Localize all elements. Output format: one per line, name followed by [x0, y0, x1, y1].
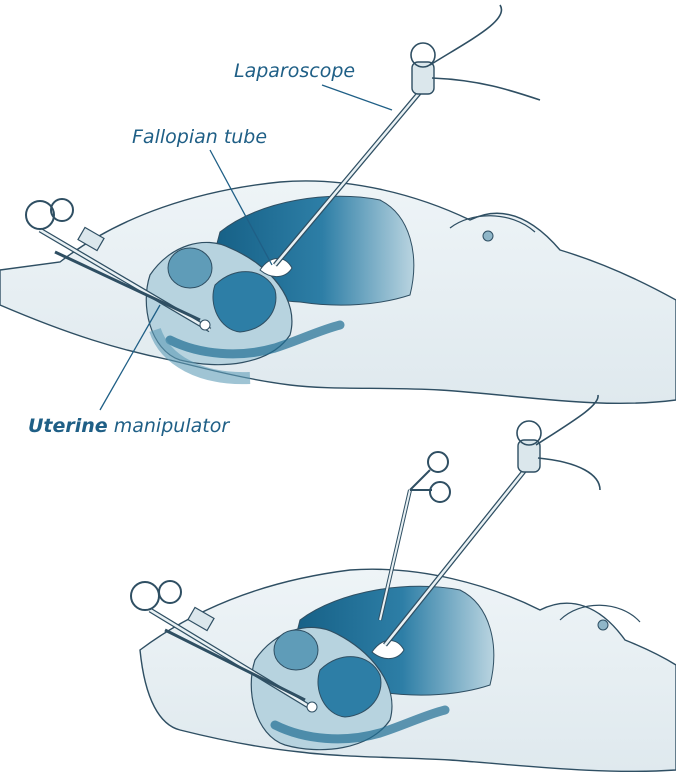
top-nipple — [483, 231, 493, 241]
top-leader-laparoscope — [322, 85, 392, 110]
label-fallopian-tube: Fallopian tube — [132, 128, 267, 147]
bottom-laparoscope-cable — [536, 395, 600, 490]
label-laparoscope: Laparoscope — [234, 62, 355, 81]
label-manipulator: manipulator — [108, 415, 229, 437]
label-uterine-manipulator: Uterine manipulator — [28, 417, 229, 436]
top-laparoscope-cable — [430, 5, 540, 100]
bottom-bladder — [274, 630, 318, 670]
bottom-nipple — [598, 620, 608, 630]
top-bladder — [168, 248, 212, 288]
bottom-illustration — [131, 395, 676, 771]
label-uterine-bold: Uterine — [28, 415, 108, 437]
